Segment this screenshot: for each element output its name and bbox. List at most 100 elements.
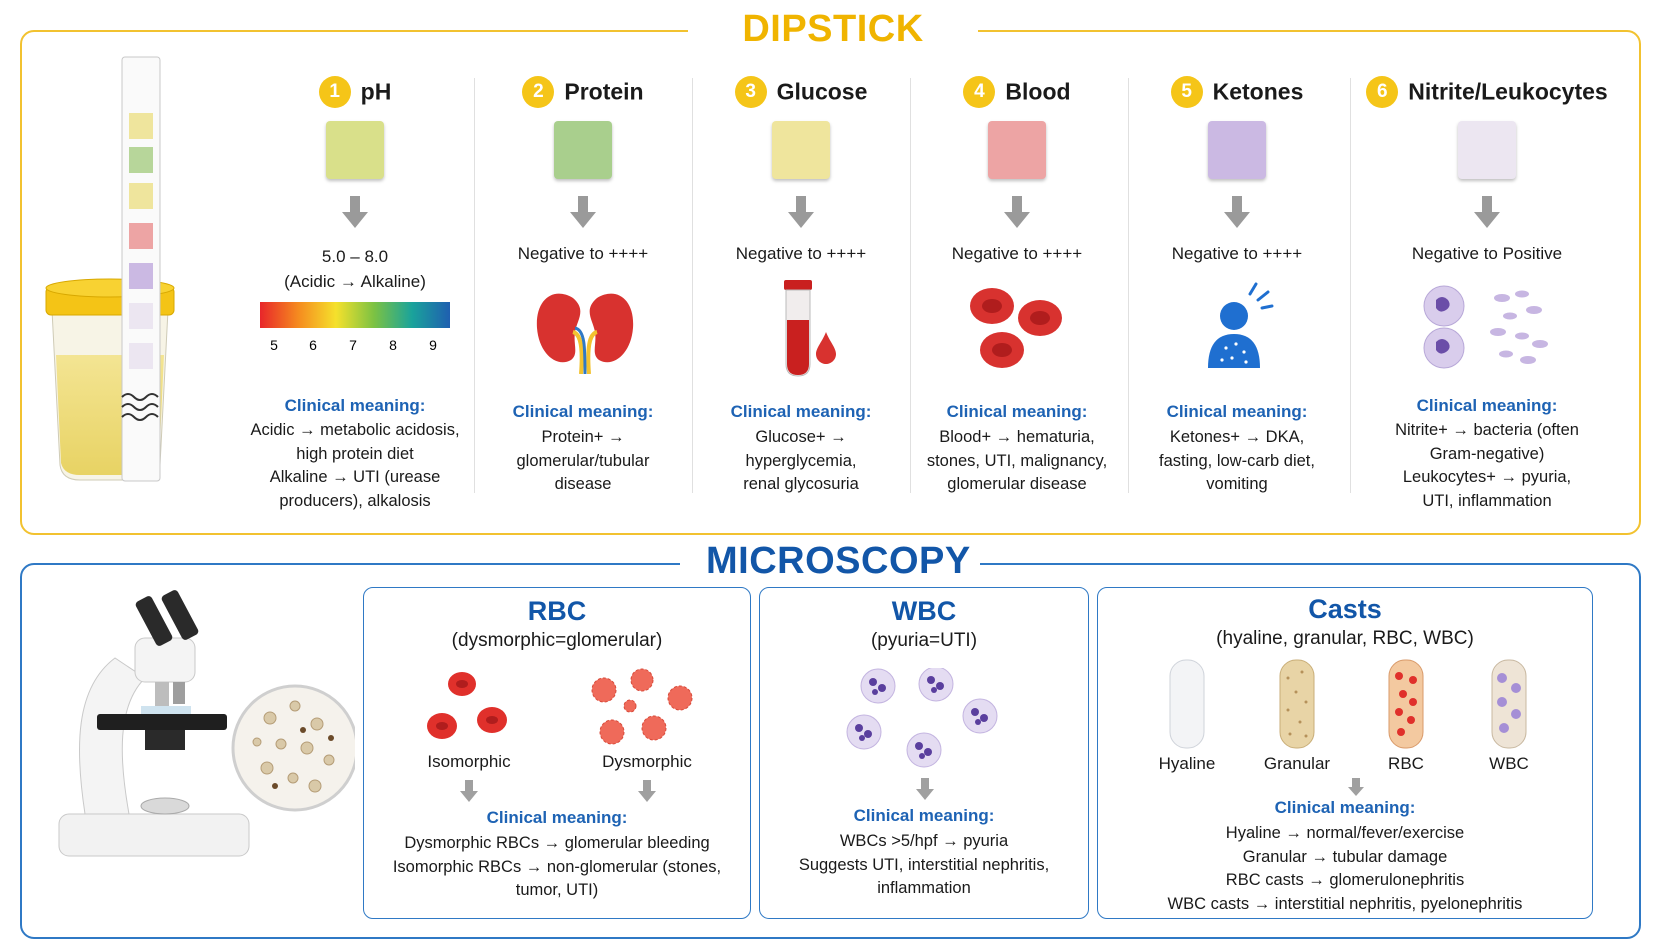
step-number-badge: 1: [318, 76, 351, 108]
down-arrow-icon: [460, 780, 478, 802]
column-divider: [692, 78, 693, 493]
clinical-meaning-line: hyperglycemia,: [745, 451, 857, 470]
clinical-meaning-line: WBC casts → interstitial nephritis, pyel…: [1167, 894, 1523, 913]
clinical-meaning-line: inflammation: [877, 879, 971, 897]
clinical-meaning-line: disease: [554, 475, 612, 493]
column-heading: Nitrite/Leukocytes: [1408, 78, 1608, 105]
clinical-meaning-title: Clinical meaning:: [1166, 402, 1308, 421]
column-heading: pH: [360, 78, 392, 105]
step-number-badge: 2: [522, 76, 555, 108]
range-text: (Acidic → Alkaline): [284, 272, 426, 291]
dipstick-column-ketones: 5 Ketones Negative to ++++ Clinical meani…: [1142, 66, 1332, 506]
granular-cast-icon: [1279, 659, 1315, 749]
step-number-badge: 5: [1170, 76, 1203, 108]
range-text: Negative to ++++: [735, 244, 867, 263]
hyaline-label: Hyaline: [1158, 754, 1216, 773]
clinical-meaning-line: Glucose+ →: [755, 428, 847, 446]
ketones-test-pad: [1208, 121, 1266, 179]
clinical-meaning-line: Protein+ →: [541, 428, 625, 446]
down-arrow-icon: [1004, 196, 1030, 228]
clinical-meaning-line: glomerular/tubular: [516, 451, 650, 470]
glucose-test-pad: [772, 121, 830, 179]
clinical-meaning-line: WBCs >5/hpf → pyuria: [839, 832, 1009, 850]
step-number-badge: 3: [734, 76, 767, 108]
isomorphic-rbc-icon: [427, 672, 507, 739]
dipstick-title: DIPSTICK: [688, 8, 978, 51]
clinical-meaning-line: RBC casts → glomerulonephritis: [1225, 871, 1465, 889]
clinical-meaning-line: Acidic → metabolic acidosis,: [250, 421, 460, 439]
clinical-meaning-line: Blood+ → hematuria,: [939, 428, 1095, 446]
ph-scale-tick: 9: [429, 337, 437, 352]
clinical-meaning-line: Granular → tubular damage: [1242, 847, 1448, 866]
wbc-box: WBC (pyuria=UTI) Clinical meaning: WBCs …: [759, 587, 1089, 919]
ph-color-scale: 5 6 7 8 9: [260, 302, 450, 352]
clinical-meaning-line: UTI, inflammation: [1422, 491, 1552, 510]
box-title: RBC: [527, 596, 587, 626]
down-arrow-icon: [570, 196, 596, 228]
clinical-meaning-line: Hyaline → normal/fever/exercise: [1225, 824, 1465, 842]
clinical-meaning-line: stones, UTI, malignancy,: [926, 451, 1108, 470]
box-subtitle: (dysmorphic=glomerular): [451, 630, 663, 651]
clinical-meaning-line: renal glycosuria: [743, 475, 859, 493]
leukocytes-bacteria-icon: [1423, 285, 1548, 369]
column-divider: [1350, 78, 1351, 493]
clinical-meaning-title: Clinical meaning:: [1416, 396, 1558, 415]
kidneys-icon: [536, 293, 634, 374]
box-subtitle: (hyaline, granular, RBC, WBC): [1216, 628, 1474, 649]
granular-label: Granular: [1263, 754, 1331, 773]
dysmorphic-label: Dysmorphic: [602, 752, 692, 771]
clinical-meaning-line: Dysmorphic RBCs → glomerular bleeding: [404, 834, 710, 852]
clinical-meaning-line: high protein diet: [296, 444, 414, 463]
clinical-meaning-title: Clinical meaning:: [512, 402, 654, 421]
isomorphic-label: Isomorphic: [427, 752, 511, 771]
step-number-badge: 4: [963, 76, 996, 108]
range-text: Negative to ++++: [951, 244, 1083, 263]
clinical-meaning-line: Alkaline → UTI (urease: [269, 468, 441, 486]
down-arrow-icon: [1224, 196, 1250, 228]
ph-scale-tick: 8: [389, 337, 397, 352]
range-text: 5.0 – 8.0: [321, 247, 389, 266]
clinical-meaning-line: tumor, UTI): [515, 881, 599, 899]
clinical-meaning-line: Nitrite+ → bacteria (often: [1395, 421, 1579, 439]
rbc-cast-label: RBC: [1388, 754, 1424, 773]
clinical-meaning-title: Clinical meaning:: [486, 808, 628, 827]
column-heading: Ketones: [1212, 78, 1304, 105]
nitrite-leukocytes-test-pad: [1458, 121, 1516, 179]
clinical-meaning-title: Clinical meaning:: [730, 402, 872, 421]
column-heading: Glucose: [776, 78, 868, 105]
clinical-meaning-line: Isomorphic RBCs → non-glomerular (stones…: [392, 857, 722, 876]
wbc-cast-icon: [1491, 659, 1527, 749]
range-text: Negative to ++++: [1171, 244, 1303, 263]
clinical-meaning-title: Clinical meaning:: [946, 402, 1088, 421]
hyaline-cast-icon: [1169, 659, 1205, 749]
clinical-meaning-line: Leukocytes+ → pyuria,: [1402, 468, 1572, 486]
white-blood-cells-icon: [846, 668, 998, 768]
clinical-meaning-title: Clinical meaning:: [284, 396, 426, 415]
down-arrow-icon: [788, 196, 814, 228]
step-number-badge: 6: [1366, 76, 1399, 108]
clinical-meaning-line: producers), alkalosis: [279, 491, 431, 510]
clinical-meaning-title: Clinical meaning:: [1274, 798, 1416, 817]
blood-test-pad: [988, 121, 1046, 179]
ph-scale-tick: 7: [349, 337, 357, 352]
down-arrow-icon: [1474, 196, 1500, 228]
dipstick-column-ph: 1 pH 5.0 – 8.0 (Acidic → Alkaline) 5 6 7 …: [250, 66, 460, 510]
ph-scale-tick: 6: [309, 337, 317, 352]
box-title: Casts: [1308, 594, 1382, 624]
microscope-illustration: [58, 590, 355, 857]
microscopy-title: MICROSCOPY: [680, 540, 980, 583]
down-arrow-icon: [1348, 778, 1364, 796]
column-heading: Blood: [1005, 78, 1071, 105]
blood-tube-icon: [784, 280, 836, 377]
ph-test-pad: [326, 121, 384, 179]
box-title: WBC: [891, 596, 957, 626]
clinical-meaning-line: Gram-negative): [1429, 444, 1545, 463]
down-arrow-icon: [638, 780, 656, 802]
clinical-meaning-line: fasting, low-carb diet,: [1159, 451, 1315, 470]
column-divider: [910, 78, 911, 493]
dysmorphic-rbc-icon: [591, 668, 693, 745]
red-blood-cells-icon: [970, 288, 1062, 368]
casts-box: Casts (hyaline, granular, RBC, WBC) Hyal…: [1097, 587, 1593, 919]
